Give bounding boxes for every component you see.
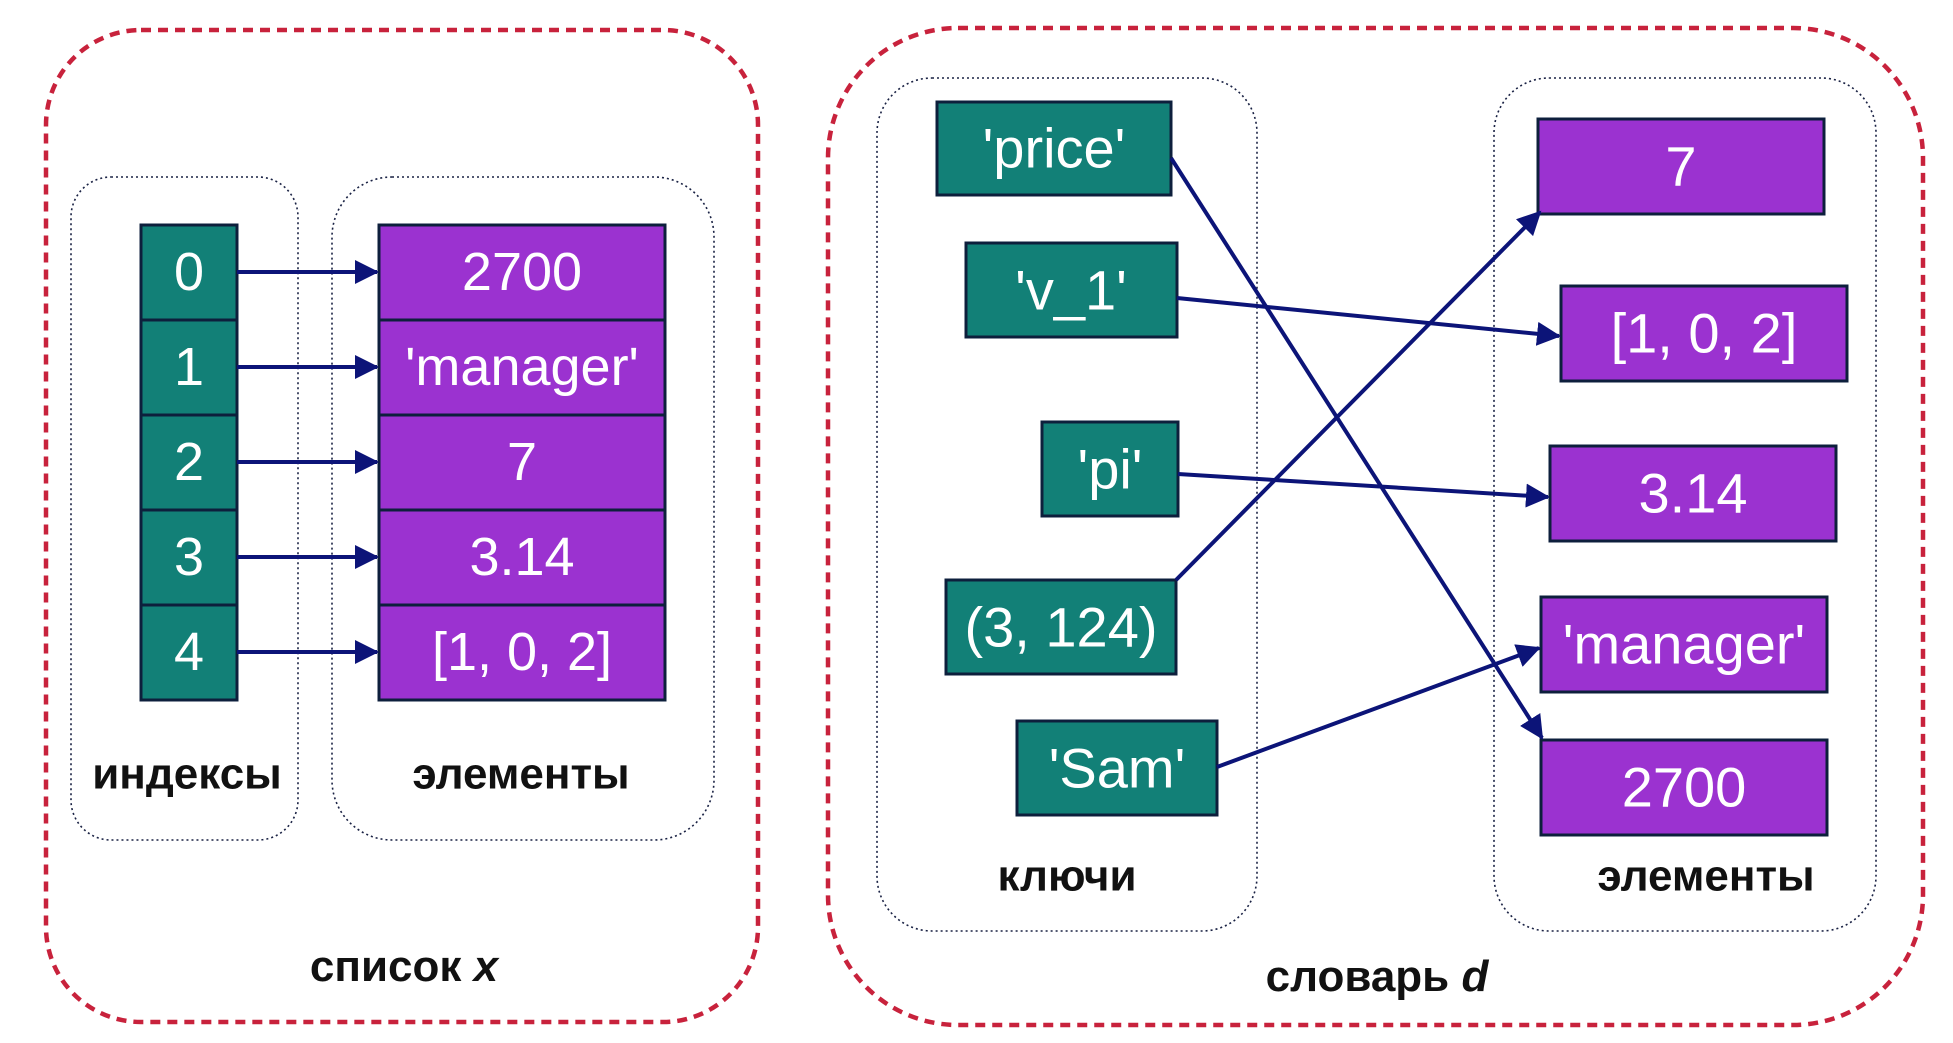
list-element-cell: 2700 bbox=[377, 223, 667, 322]
list-element-value: 'manager' bbox=[405, 337, 639, 397]
indices-group-frame bbox=[70, 176, 299, 841]
keys-label: ключи bbox=[997, 852, 1136, 901]
list-element-value: [1, 0, 2] bbox=[432, 622, 612, 682]
dict-key-label: 'pi' bbox=[1078, 438, 1143, 501]
list-element-value: 3.14 bbox=[469, 527, 574, 587]
dict-value-label: 'manager' bbox=[1563, 613, 1805, 676]
list-element-cell: 'manager' bbox=[377, 318, 667, 417]
list-outer-frame bbox=[43, 27, 761, 1025]
list-caption-prefix: список bbox=[310, 942, 474, 991]
dict-key-cell: 'price' bbox=[935, 100, 1173, 197]
dict-mapping-arrows bbox=[1169, 156, 1561, 769]
index-cell: 0 bbox=[139, 223, 239, 322]
index-label: 3 bbox=[174, 527, 204, 587]
list-element-cell: 7 bbox=[377, 413, 667, 512]
list-element-cell: [1, 0, 2] bbox=[377, 603, 667, 702]
values-group-frame bbox=[1493, 77, 1877, 932]
index-label: 4 bbox=[174, 622, 204, 682]
dict-value-label: 7 bbox=[1665, 135, 1696, 198]
list-elements-label: элементы bbox=[412, 750, 629, 799]
dict-value-label: [1, 0, 2] bbox=[1611, 302, 1798, 365]
dict-key-cell: 'Sam' bbox=[1015, 719, 1219, 817]
index-label: 2 bbox=[174, 432, 204, 492]
mapping-arrow bbox=[1216, 644, 1541, 769]
dict-key-label: 'price' bbox=[983, 117, 1126, 180]
dict-caption: словарь d bbox=[1266, 952, 1490, 1001]
dict-values-label: элементы bbox=[1597, 852, 1814, 901]
dict-value-cell: [1, 0, 2] bbox=[1559, 284, 1849, 383]
dict-value-label: 3.14 bbox=[1639, 462, 1748, 525]
dict-caption-prefix: словарь bbox=[1266, 952, 1462, 1001]
index-cell: 2 bbox=[139, 413, 239, 512]
list-caption: список x bbox=[310, 942, 500, 991]
dict-values-column: 7 [1, 0, 2] 3.14 'manager' 2700 bbox=[1536, 117, 1849, 837]
index-cell: 4 bbox=[139, 603, 239, 702]
dict-key-cell: (3, 124) bbox=[944, 578, 1178, 676]
dict-key-label: 'Sam' bbox=[1049, 737, 1186, 800]
mapping-arrow bbox=[1177, 472, 1550, 508]
keys-group-frame bbox=[876, 77, 1258, 932]
index-cell: 1 bbox=[139, 318, 239, 417]
mapping-arrow bbox=[1174, 210, 1542, 582]
list-panel: 0 1 2 3 4 2700 bbox=[43, 27, 761, 1025]
dict-key-label: (3, 124) bbox=[965, 596, 1158, 659]
list-elements-column: 2700 'manager' 7 3.14 [1, 0, 2] bbox=[377, 223, 667, 702]
dict-key-cell: 'v_1' bbox=[964, 241, 1179, 339]
elements-group-frame bbox=[331, 176, 715, 841]
list-element-value: 2700 bbox=[462, 242, 582, 302]
dict-outer-frame bbox=[825, 25, 1926, 1028]
dict-value-cell: 2700 bbox=[1539, 738, 1829, 837]
dict-caption-var: d bbox=[1461, 952, 1489, 1001]
dict-key-cell: 'pi' bbox=[1040, 420, 1180, 518]
mapping-arrow bbox=[1169, 156, 1544, 740]
dict-panel: 'price' 'v_1' 'pi' (3, 124) 'Sam' bbox=[825, 25, 1926, 1028]
dict-keys-column: 'price' 'v_1' 'pi' (3, 124) 'Sam' bbox=[935, 100, 1219, 817]
index-cell: 3 bbox=[139, 508, 239, 607]
index-label: 1 bbox=[174, 337, 204, 397]
dict-value-label: 2700 bbox=[1622, 756, 1747, 819]
list-caption-var: x bbox=[472, 942, 500, 991]
dict-value-cell: 'manager' bbox=[1539, 595, 1829, 694]
index-arrows bbox=[237, 260, 379, 664]
list-element-cell: 3.14 bbox=[377, 508, 667, 607]
dict-value-cell: 3.14 bbox=[1548, 444, 1838, 543]
dict-value-cell: 7 bbox=[1536, 117, 1826, 216]
index-column: 0 1 2 3 4 bbox=[139, 223, 239, 702]
mapping-arrow bbox=[1176, 296, 1561, 346]
dict-key-label: 'v_1' bbox=[1015, 259, 1127, 322]
index-label: 0 bbox=[174, 242, 204, 302]
indices-label: индексы bbox=[92, 750, 282, 799]
list-element-value: 7 bbox=[507, 432, 537, 492]
